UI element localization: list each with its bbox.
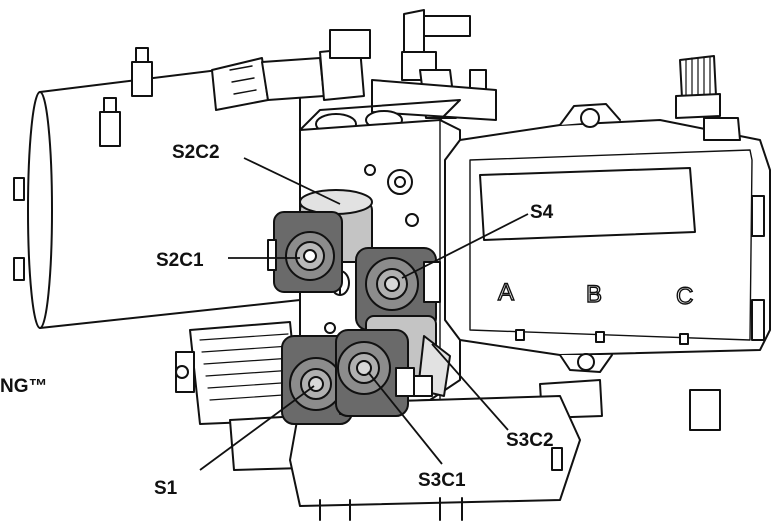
leader-s3c2 bbox=[431, 343, 509, 431]
label-s2c2: S2C2 bbox=[172, 142, 220, 163]
label-s1: S1 bbox=[154, 478, 178, 499]
leader-s1 bbox=[199, 385, 315, 471]
leader-s2c2 bbox=[243, 157, 341, 205]
coil-s4 bbox=[355, 247, 441, 331]
leader-s3c1 bbox=[367, 371, 443, 465]
leader-s4 bbox=[401, 213, 529, 279]
pump-body bbox=[175, 321, 721, 471]
coil-s1 bbox=[281, 335, 369, 425]
callout-labels: S2C2 S2C1 S4 S1 S3C1 S3C2 NG™ bbox=[0, 142, 554, 499]
leader-lines bbox=[199, 157, 529, 471]
cover-mark-a: A bbox=[498, 279, 514, 306]
cover-mark-c: C bbox=[676, 283, 693, 310]
top-fittings bbox=[211, 9, 497, 135]
edge-text: NG™ bbox=[0, 376, 48, 397]
label-s3c1: S3C1 bbox=[418, 470, 466, 491]
label-s3c2: S3C2 bbox=[506, 430, 554, 451]
label-s4: S4 bbox=[530, 202, 554, 223]
cover-letters: A B C bbox=[497, 278, 694, 310]
cover-mark-b: B bbox=[586, 281, 602, 308]
coil-s3c1 bbox=[335, 329, 415, 417]
label-s2c1: S2C1 bbox=[156, 250, 204, 271]
control-cover-box bbox=[444, 55, 771, 373]
coil-s2c1 bbox=[267, 211, 343, 293]
motor-housing bbox=[13, 47, 301, 329]
lower-manifold bbox=[289, 395, 581, 521]
